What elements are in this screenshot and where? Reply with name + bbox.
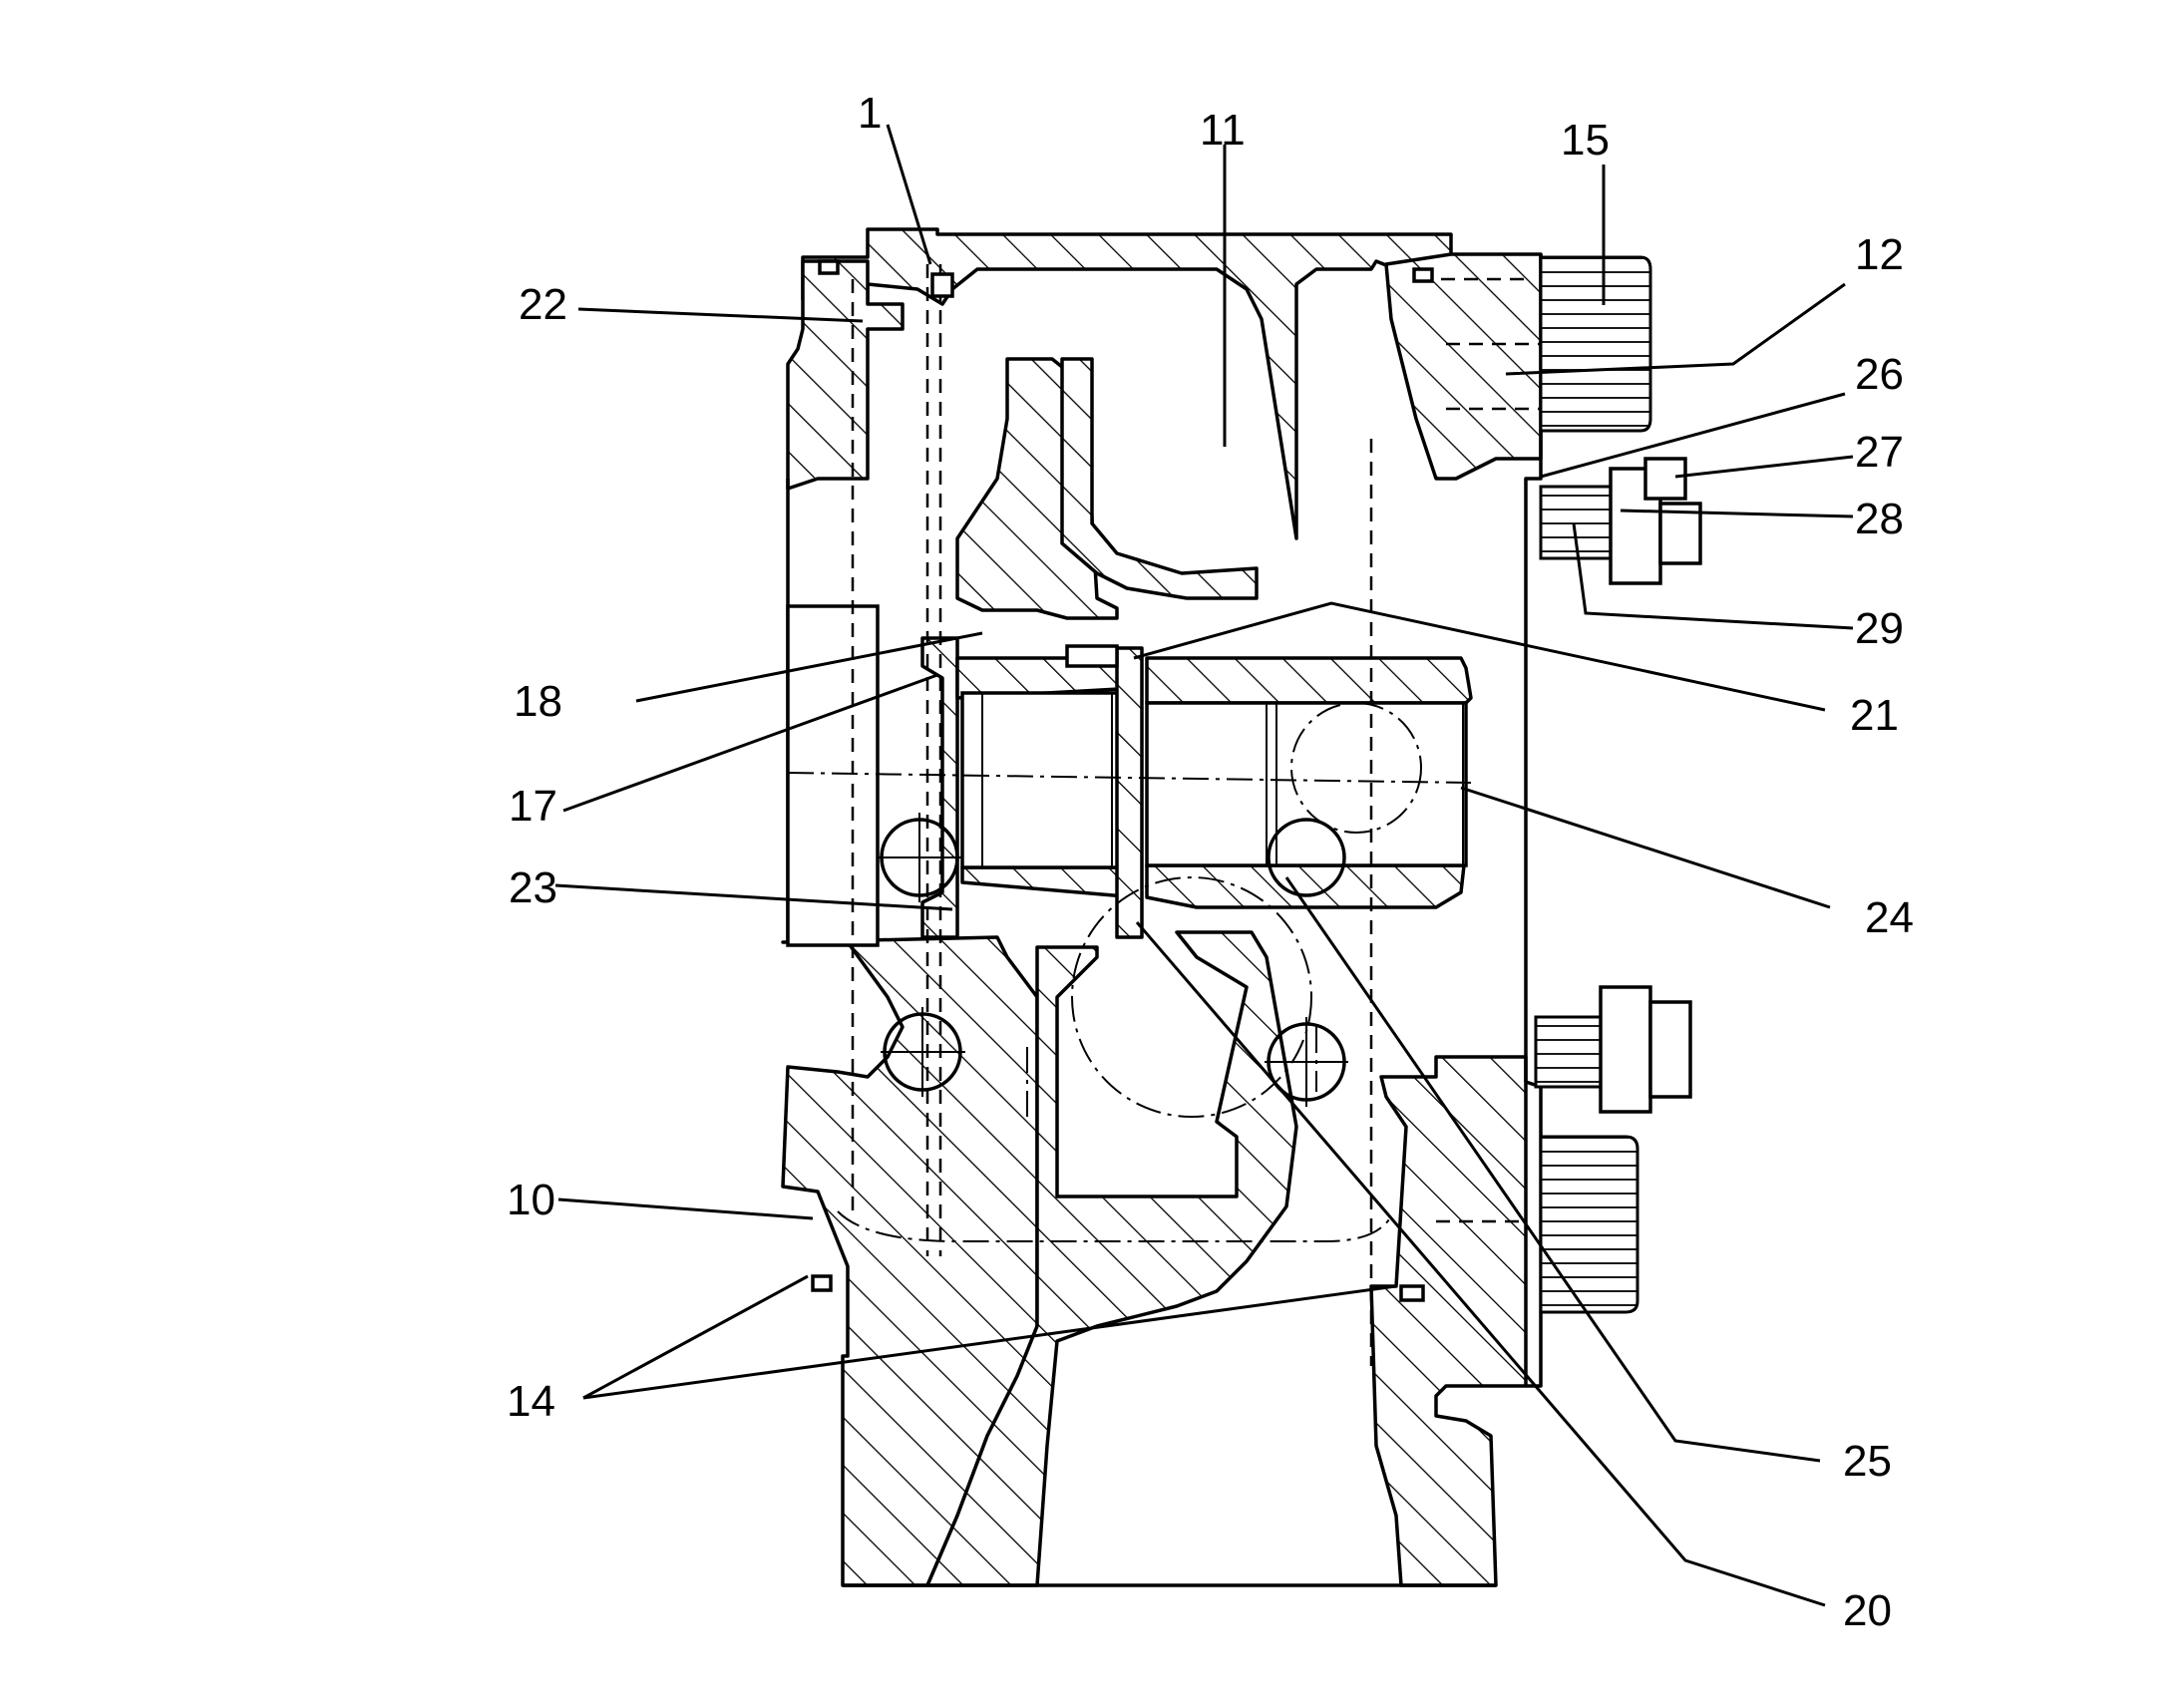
- upper-boss: [1539, 255, 1652, 433]
- label-28: 28: [1855, 495, 1904, 543]
- lower-bolt-nut: [1599, 985, 1652, 1114]
- shaft-bore: [1145, 701, 1468, 867]
- label-1: 1: [858, 89, 882, 138]
- seal-groove-bottom-left: [811, 1274, 833, 1292]
- housing: [781, 227, 1543, 1587]
- screw-1: [930, 272, 954, 298]
- part-labels: 1 11 15 12 22 26 27 28 29 18 21 17 23 24…: [507, 89, 1914, 1635]
- right-upper-wall: [1384, 252, 1543, 481]
- seal-ring: [1115, 646, 1144, 939]
- left-upper-wall: [786, 259, 905, 491]
- label-14: 14: [507, 1377, 555, 1426]
- lower-bolt-head: [1648, 1000, 1692, 1099]
- end-cover-plate: [1524, 254, 1543, 1388]
- label-21: 21: [1850, 691, 1899, 740]
- seal-insert: [1065, 644, 1119, 668]
- label-12: 12: [1855, 230, 1904, 279]
- label-27: 27: [1855, 428, 1904, 477]
- seal-groove-top-right: [1412, 267, 1434, 283]
- label-29: 29: [1855, 604, 1904, 653]
- label-20: 20: [1843, 1586, 1892, 1635]
- bearing-sleeve-bottom: [960, 865, 1139, 899]
- leader-lines: [554, 124, 1854, 1607]
- lower-boss: [1539, 1135, 1639, 1314]
- inner-rib: [1060, 357, 1259, 600]
- cap-ring: [920, 636, 959, 939]
- shaft-centerline: [787, 772, 1472, 784]
- top-cover: [801, 227, 1453, 540]
- label-26: 26: [1855, 350, 1904, 399]
- label-25: 25: [1843, 1437, 1892, 1486]
- right-lower-wall: [1369, 1055, 1528, 1587]
- label-22: 22: [519, 280, 567, 329]
- lower-bolt-shank: [1534, 1015, 1610, 1089]
- label-10: 10: [507, 1176, 555, 1224]
- shaft-upper: [1145, 656, 1473, 705]
- seal-groove-top-left: [818, 259, 840, 275]
- port-holes: [878, 813, 1348, 1107]
- label-24: 24: [1865, 893, 1914, 942]
- label-15: 15: [1561, 116, 1610, 165]
- bushing-left: [960, 691, 1136, 869]
- label-18: 18: [514, 677, 562, 726]
- label-17: 17: [509, 782, 557, 831]
- shaft-lower: [1145, 863, 1466, 909]
- label-23: 23: [509, 863, 557, 912]
- hidden-lines: [837, 264, 1541, 1366]
- lower-body: [925, 930, 1298, 1587]
- label-11: 11: [1200, 106, 1246, 155]
- upper-bolt-cap: [1643, 457, 1687, 501]
- seal-groove-bottom-right: [1399, 1284, 1425, 1302]
